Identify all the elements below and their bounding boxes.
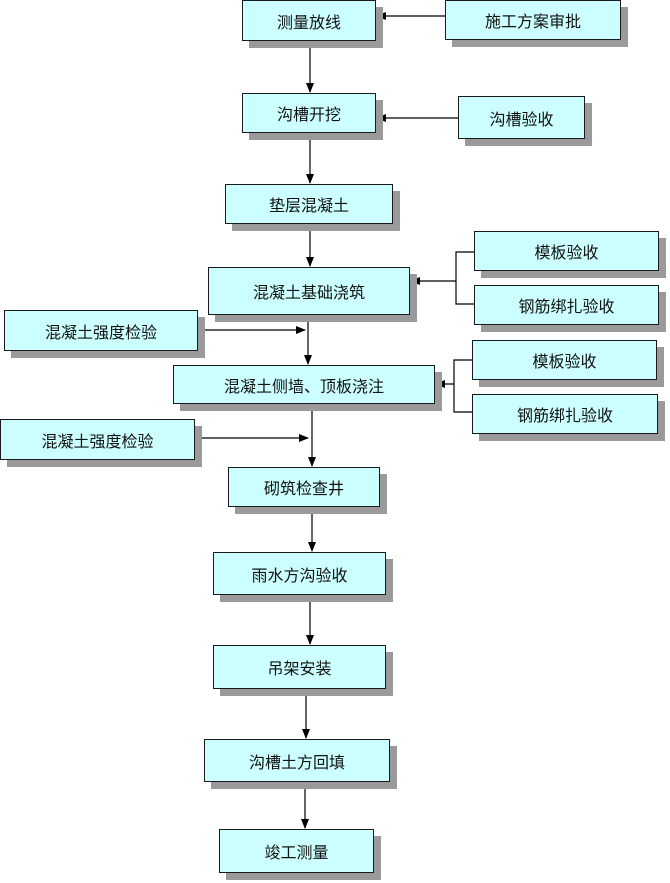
bracket-group-1 (455, 251, 474, 305)
step-trench-backfill: 沟槽土方回填 (204, 739, 390, 782)
step-trench-excavation: 沟槽开挖 (242, 93, 376, 133)
bracket-group-2 (453, 359, 472, 413)
input-rebar-acceptance-2: 钢筋绑扎验收 (472, 394, 658, 434)
input-formwork-acceptance-2: 模板验收 (472, 340, 657, 380)
input-concrete-strength-test-2: 混凝土强度检验 (0, 419, 195, 460)
input-construction-plan-approval: 施工方案审批 (445, 0, 621, 40)
step-cushion-concrete: 垫层混凝土 (225, 184, 393, 224)
input-trench-acceptance: 沟槽验收 (458, 96, 585, 139)
step-wall-roof-pouring: 混凝土侧墙、顶板浇注 (173, 365, 435, 404)
input-formwork-acceptance-1: 模板验收 (474, 231, 659, 271)
step-completion-survey: 竣工测量 (219, 829, 374, 873)
step-hanger-installation: 吊架安装 (213, 645, 386, 689)
input-rebar-acceptance-1: 钢筋绑扎验收 (474, 285, 659, 325)
step-foundation-pouring: 混凝土基础浇筑 (208, 267, 410, 315)
step-survey-setout: 测量放线 (242, 0, 376, 41)
input-concrete-strength-test-1: 混凝土强度检验 (4, 310, 198, 351)
step-channel-acceptance: 雨水方沟验收 (213, 552, 386, 595)
step-manhole-masonry: 砌筑检查井 (228, 467, 380, 507)
